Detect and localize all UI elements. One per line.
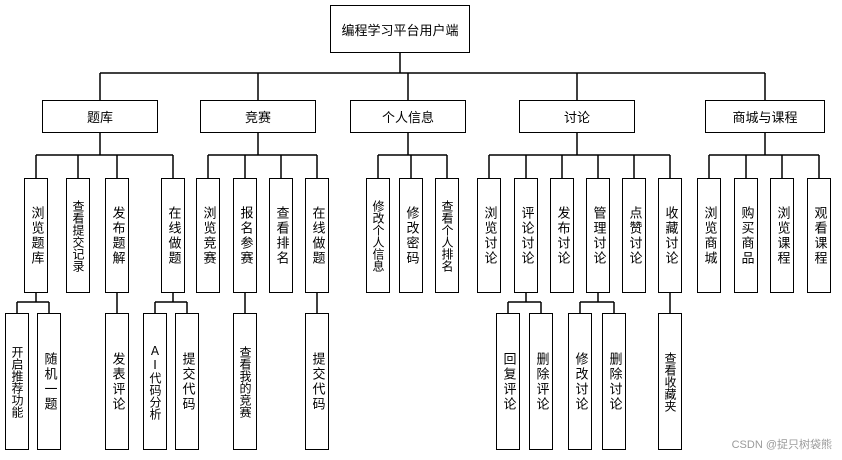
category-tiku-label: 题库 — [86, 111, 113, 126]
leaf-tiku-0-1: 随机一题 — [37, 313, 61, 450]
category-taolun-label: 讨论 — [563, 111, 590, 126]
node-shop-2-label: 浏览课程 — [774, 205, 790, 266]
node-personal-2: 查看个人排名 — [435, 178, 459, 293]
leaf-jingsai-3-0: 提交代码 — [305, 313, 329, 450]
node-taolun-3-label: 管理讨论 — [590, 205, 606, 266]
category-taolun: 讨论 — [519, 100, 635, 133]
category-shop: 商城与课程 — [705, 100, 825, 133]
node-jingsai-0-label: 浏览竞赛 — [200, 205, 216, 266]
leaf-tiku-2-0-label: 发表评论 — [109, 351, 125, 412]
node-tiku-3-label: 在线做题 — [165, 205, 181, 266]
node-tiku-2: 发布题解 — [105, 178, 129, 293]
leaf-taolun-5-0-label: 查看收藏夹 — [663, 351, 677, 412]
node-jingsai-3-label: 在线做题 — [309, 205, 325, 266]
node-taolun-4: 点赞讨论 — [622, 178, 646, 293]
node-tiku-0-label: 浏览题库 — [28, 205, 44, 266]
node-taolun-0-label: 浏览讨论 — [481, 205, 497, 266]
node-jingsai-3: 在线做题 — [305, 178, 329, 293]
node-taolun-4-label: 点赞讨论 — [626, 205, 642, 266]
node-taolun-1: 评论讨论 — [514, 178, 538, 293]
category-personal: 个人信息 — [350, 100, 466, 133]
node-tiku-0: 浏览题库 — [24, 178, 48, 293]
node-taolun-5: 收藏讨论 — [658, 178, 682, 293]
node-tiku-1-label: 查看提交记录 — [71, 199, 85, 272]
category-jingsai: 竞赛 — [200, 100, 316, 133]
category-tiku: 题库 — [42, 100, 158, 133]
node-shop-1: 购买商品 — [734, 178, 758, 293]
node-personal-1-label: 修改密码 — [403, 205, 419, 266]
category-shop-label: 商城与课程 — [732, 111, 798, 126]
node-shop-2: 浏览课程 — [770, 178, 794, 293]
root-node: 编程学习平台用户端 — [330, 5, 470, 53]
leaf-tiku-2-0: 发表评论 — [105, 313, 129, 450]
node-jingsai-0: 浏览竞赛 — [196, 178, 220, 293]
node-shop-3: 观看课程 — [807, 178, 831, 293]
node-taolun-3: 管理讨论 — [586, 178, 610, 293]
leaf-taolun-5-0: 查看收藏夹 — [658, 313, 682, 450]
node-jingsai-2: 查看排名 — [269, 178, 293, 293]
node-jingsai-2-label: 查看排名 — [273, 205, 289, 266]
node-personal-0: 修改个人信息 — [366, 178, 390, 293]
node-taolun-2-label: 发布讨论 — [554, 205, 570, 266]
leaf-taolun-3-0: 修改讨论 — [568, 313, 592, 450]
node-personal-2-label: 查看个人排名 — [440, 199, 454, 272]
leaf-tiku-0-0-label: 开启推荐功能 — [10, 345, 24, 418]
leaf-taolun-1-0-label: 回复评论 — [500, 351, 516, 412]
leaf-taolun-1-1-label: 删除评论 — [533, 351, 549, 412]
node-shop-0: 浏览商城 — [697, 178, 721, 293]
node-taolun-5-label: 收藏讨论 — [662, 205, 678, 266]
node-personal-1: 修改密码 — [399, 178, 423, 293]
leaf-tiku-0-1-label: 随机一题 — [41, 351, 57, 412]
leaf-taolun-1-0: 回复评论 — [496, 313, 520, 450]
leaf-jingsai-3-0-label: 提交代码 — [309, 351, 325, 412]
leaf-taolun-1-1: 删除评论 — [529, 313, 553, 450]
leaf-jingsai-1-0-label: 查看我的竞赛 — [238, 345, 252, 418]
node-tiku-1: 查看提交记录 — [66, 178, 90, 293]
leaf-tiku-3-0: AI代码分析 — [143, 313, 167, 450]
leaf-jingsai-1-0: 查看我的竞赛 — [233, 313, 257, 450]
node-taolun-1-label: 评论讨论 — [518, 205, 534, 266]
leaf-taolun-3-1-label: 删除讨论 — [606, 351, 622, 412]
leaf-taolun-3-0-label: 修改讨论 — [572, 351, 588, 412]
node-taolun-2: 发布讨论 — [550, 178, 574, 293]
node-personal-0-label: 修改个人信息 — [371, 199, 385, 272]
node-shop-3-label: 观看课程 — [811, 205, 827, 266]
root-node-label: 编程学习平台用户端 — [341, 23, 459, 39]
node-tiku-3: 在线做题 — [161, 178, 185, 293]
leaf-taolun-3-1: 删除讨论 — [602, 313, 626, 450]
node-taolun-0: 浏览讨论 — [477, 178, 501, 293]
category-personal-label: 个人信息 — [381, 111, 434, 126]
leaf-tiku-3-1-label: 提交代码 — [179, 351, 195, 412]
node-jingsai-1-label: 报名参赛 — [237, 205, 253, 266]
node-tiku-2-label: 发布题解 — [109, 205, 125, 266]
node-shop-0-label: 浏览商城 — [701, 205, 717, 266]
leaf-tiku-3-1: 提交代码 — [175, 313, 199, 450]
csdn-watermark: CSDN @捉只树袋熊 — [731, 439, 832, 451]
leaf-tiku-3-0-label: AI代码分析 — [148, 343, 162, 420]
node-shop-1-label: 购买商品 — [738, 205, 754, 266]
category-jingsai-label: 竞赛 — [244, 111, 271, 126]
leaf-tiku-0-0: 开启推荐功能 — [5, 313, 29, 450]
node-jingsai-1: 报名参赛 — [233, 178, 257, 293]
